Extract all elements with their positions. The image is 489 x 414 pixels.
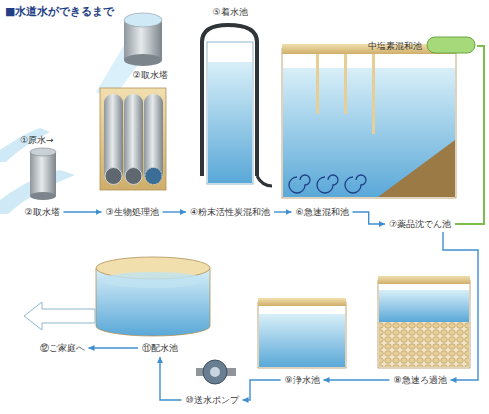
flow-arrow: [353, 212, 386, 224]
stage-name: ③生物処理池: [105, 207, 158, 217]
flow-arrow: [163, 211, 187, 212]
stage-name: ⑪配水池: [142, 343, 178, 353]
stage-node: ⑨浄水池: [282, 373, 321, 387]
stage-node: ③生物処理池: [103, 205, 160, 219]
flow-arrow: [324, 379, 390, 380]
flow-arrow: [443, 232, 478, 380]
flow-arrow: [89, 347, 139, 348]
stage-name: ⑨浄水池: [284, 375, 319, 385]
stage-node: ④粉末活性炭混和池: [188, 205, 272, 219]
stage-node: ⑧急速ろ過池: [391, 373, 448, 387]
flow-arrow: [64, 211, 102, 212]
flow-arrow: [455, 46, 484, 224]
stage-node: ⑫ご家庭へ: [38, 341, 87, 355]
stage-node: ⑩送水ポンプ: [183, 393, 240, 407]
stage-node: ②取水塔: [130, 68, 169, 82]
chlorine-tank: [426, 36, 476, 54]
stage-name: ②取水塔: [132, 70, 167, 80]
stage-node: ⑤着水池: [210, 5, 249, 19]
flow-arrow: [243, 380, 281, 400]
stage-name: ⑫ご家庭へ: [40, 343, 85, 353]
flow-arrow: [160, 357, 182, 400]
stage-name: ⑦薬品沈でん池: [389, 219, 451, 229]
stage-node: 中塩素混和池: [366, 39, 478, 53]
stage-name: ④粉末活性炭混和池: [190, 207, 270, 217]
stage-name: ⑧急速ろ過池: [393, 375, 446, 385]
stage-name: 中塩素混和池: [368, 41, 422, 51]
stage-name: ⑤着水池: [212, 7, 247, 17]
stage-name: ②取水塔: [24, 207, 59, 217]
diagram-title: ■水道水ができるまで: [5, 4, 114, 19]
stage-node: ⑥急速混和池: [293, 205, 350, 219]
stage-node: ②取水塔: [22, 205, 61, 219]
stage-name: ⑩送水ポンプ: [185, 395, 238, 405]
stage-node: ⑦薬品沈でん池: [387, 217, 453, 231]
flow-arrow: [274, 211, 292, 212]
stage-name: ⑥急速混和池: [295, 207, 348, 217]
stage-label: ①原水→: [20, 134, 54, 147]
stage-node: ⑪配水池: [140, 341, 180, 355]
